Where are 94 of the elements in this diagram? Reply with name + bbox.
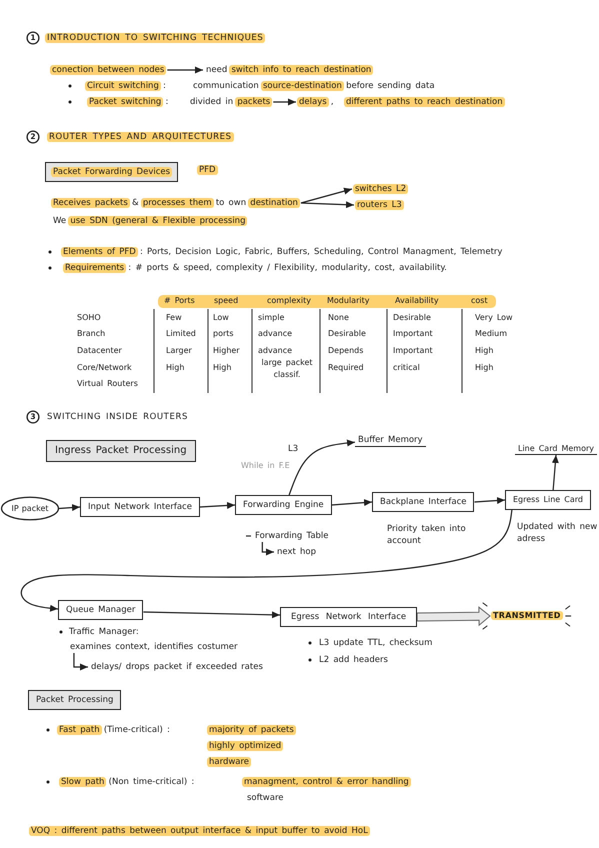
note-text: VOQ : different paths between output interface & input buffer to avoid HoL — [28, 825, 371, 837]
section-title: SWITCHING INSIDE ROUTERS — [46, 411, 189, 423]
note-text: Elements of PFD : Ports, Decision Logic, Fabric, Buffers, Scheduling, Control Managment, Telemetry — [60, 246, 506, 258]
arrow — [552, 454, 559, 490]
note-text: Priority taken into account — [386, 523, 467, 547]
process-box: Egress Line Card — [505, 490, 591, 510]
packet-ellipse: IP packet — [1, 497, 59, 520]
column-header: Availability — [394, 295, 440, 307]
table-value: None — [327, 312, 350, 324]
heading-box: Ingress Packet Processing — [46, 440, 196, 462]
note-text: L2 add headers — [318, 654, 389, 666]
note-text: L3 update TTL, checksum — [318, 637, 434, 649]
column-header: Modularity — [326, 295, 370, 307]
note-text: highly optimized — [206, 740, 284, 752]
note-text: Traffic Manager: — [68, 626, 140, 638]
table-value: Depends — [327, 345, 364, 357]
row-header: Branch — [76, 328, 106, 340]
hook-arrow — [73, 653, 88, 670]
hollow-arrow — [416, 606, 491, 626]
table-value: Larger — [165, 345, 193, 357]
arrow — [474, 497, 506, 504]
table-value: High — [165, 362, 186, 374]
arrow — [143, 611, 280, 618]
section-title: ROUTER TYPES AND ARQUITECTURES — [46, 131, 235, 143]
table-value: advance — [257, 328, 294, 340]
arrow — [58, 504, 80, 512]
table-value: ports — [212, 328, 235, 340]
arrow — [300, 188, 352, 204]
curved-arrow — [288, 440, 356, 496]
column-header: # Ports — [163, 295, 196, 307]
table-value: Required — [327, 362, 365, 374]
arrow — [300, 201, 354, 208]
table-value: Few — [165, 312, 183, 324]
arrow — [273, 98, 296, 106]
heading-box: Packet Processing — [28, 690, 122, 710]
table-value: simple — [257, 312, 286, 324]
table-value: High — [212, 362, 232, 374]
table-value: Higher — [212, 345, 241, 357]
table-value: Desirable — [392, 312, 432, 324]
note-text: managment, control & error handling — [241, 776, 412, 788]
table-value: High — [474, 345, 494, 357]
note-text: software — [246, 792, 285, 804]
row-header: Virtual Routers — [76, 378, 139, 390]
arrow — [200, 502, 236, 509]
arrow — [332, 499, 372, 506]
row-header: Core/Network — [76, 362, 133, 374]
process-box: Queue Manager — [58, 600, 144, 620]
column-header: complexity — [266, 295, 312, 307]
note-text: divided in packets — [187, 96, 274, 108]
note-text: switches L2 — [352, 183, 410, 195]
table-value: Important — [392, 345, 434, 357]
hook-arrow — [262, 542, 274, 556]
row-header: Datacenter — [76, 345, 123, 357]
note-text: PFD — [196, 164, 219, 176]
section-title: INTRODUCTION TO SWITCHING TECHNIQUES — [44, 32, 266, 44]
note-text: hardware — [206, 756, 252, 768]
memory-heading: Line Card Memory — [515, 443, 598, 455]
heading-box: Packet Forwarding Devices — [45, 162, 178, 182]
memory-heading: Buffer Memory — [355, 435, 426, 447]
process-box: Forwarding Engine — [235, 495, 332, 515]
note-text: delays/ drops packet if exceeded rates — [88, 661, 266, 673]
table-value: Low — [212, 312, 230, 324]
note-text: different paths to reach destination — [343, 96, 506, 108]
note-text: majority of packets — [206, 724, 297, 736]
note-text: Receives packets & processes them to own destination — [50, 197, 301, 209]
note-text: conection between nodes — [49, 64, 168, 76]
annotation-text: While in F.E — [240, 460, 291, 472]
note-text: routers L3 — [354, 199, 405, 211]
table-value: Desirable — [327, 328, 367, 340]
process-box: Input Network Interface — [80, 497, 200, 517]
note-text: communication source-destination before sending data — [190, 80, 438, 92]
row-header: SOHO — [76, 312, 102, 324]
table-value: Important — [392, 328, 434, 340]
table-value: Very Low — [474, 312, 514, 324]
column-header: cost — [470, 295, 489, 307]
curved-arrow — [20, 510, 512, 612]
note-text: Forwarding Table — [252, 530, 332, 542]
column-header: speed — [213, 295, 240, 307]
process-box: Egress Network Interface — [280, 607, 418, 627]
process-box: Backplane Interface — [372, 492, 474, 512]
note-text: next hop — [274, 546, 320, 558]
table-value: advance — [257, 345, 294, 357]
note-text: Requirements : # ports & speed, complexity / Flexibility, modularity, cost, availability. — [62, 262, 450, 274]
note-text: Slow path (Non time-critical) : — [58, 776, 198, 788]
table-value: large packet classif. — [260, 357, 314, 381]
arrow — [167, 66, 203, 74]
status-text: TRANSMITTED — [490, 610, 564, 622]
note-text: Updated with new adress — [516, 521, 598, 545]
table-value: critical — [392, 362, 421, 374]
table-value: Medium — [474, 328, 508, 340]
note-text: Fast path (Time-critical) : — [56, 724, 173, 736]
table-value: High — [474, 362, 494, 374]
note-text: examines context, identifies costumer — [67, 641, 240, 653]
table-value: Limited — [165, 328, 197, 340]
